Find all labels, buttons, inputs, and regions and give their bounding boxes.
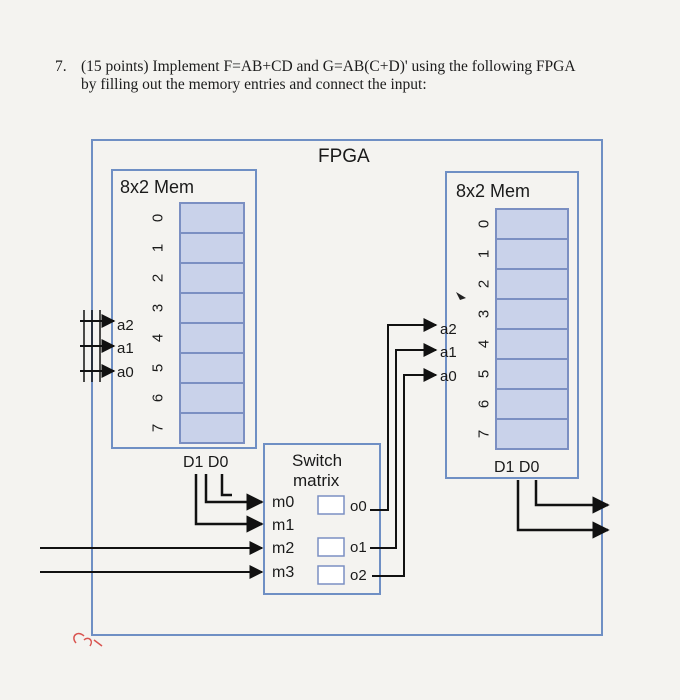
right-mem-input-a1: a1 — [440, 344, 457, 361]
left-mem-input-a2: a2 — [117, 317, 134, 334]
right-mem-cell-5[interactable] — [495, 358, 569, 390]
left-mem-input-a0: a0 — [117, 364, 134, 381]
left-memory-cells: 0 1 2 3 4 5 6 7 — [150, 202, 245, 444]
switch-output-o1: o1 — [350, 539, 367, 556]
left-mem-address-7: 7 — [150, 424, 167, 432]
switch-cell-1 — [317, 537, 345, 557]
switch-input-m2: m2 — [272, 540, 294, 557]
fpga-border — [91, 139, 603, 636]
right-mem-address-6: 6 — [476, 400, 493, 408]
wire-o1-to-right-a1 — [370, 343, 438, 549]
question-line-1: (15 points) Implement F=AB+CD and G=AB(C… — [81, 58, 576, 75]
wire-right-d1-out — [516, 480, 610, 539]
switch-output-o0: o0 — [350, 498, 367, 515]
right-mem-input-a2: a2 — [440, 321, 457, 338]
left-mem-cell-1[interactable] — [179, 232, 245, 264]
switch-matrix-title-2: matrix — [293, 471, 340, 490]
cursor-mark — [456, 292, 466, 300]
right-mem-input-a0: a0 — [440, 368, 457, 385]
left-mem-address-1: 1 — [150, 244, 167, 252]
right-mem-cell-7[interactable] — [495, 418, 569, 450]
left-mem-address-6: 6 — [150, 394, 167, 402]
right-memory: 8x2 Mem 0 1 2 3 4 5 6 7 a2 a1 a0 D1 D0 — [440, 171, 579, 479]
right-mem-cell-6[interactable] — [495, 388, 569, 420]
right-mem-cell-0[interactable] — [495, 208, 569, 240]
right-mem-address-0: 0 — [476, 220, 493, 228]
left-mem-address-2: 2 — [150, 274, 167, 282]
wire-left-d0-to-m1 — [220, 474, 232, 497]
right-mem-outputs: D1 D0 — [494, 459, 539, 476]
question-number: 7. — [55, 58, 67, 75]
right-mem-address-7: 7 — [476, 430, 493, 438]
right-mem-cell-2[interactable] — [495, 268, 569, 300]
right-mem-address-2: 2 — [476, 280, 493, 288]
wire-o0-to-right-a2 — [370, 318, 438, 511]
left-mem-address-3: 3 — [150, 304, 167, 312]
fpga-label: FPGA — [318, 146, 370, 167]
right-memory-title: 8x2 Mem — [456, 181, 530, 201]
left-mem-address-0: 0 — [150, 214, 167, 222]
left-mem-cell-5[interactable] — [179, 352, 245, 384]
corner-stamp — [73, 632, 103, 647]
question-line-2: by filling out the memory entries and co… — [81, 76, 427, 93]
left-memory-border — [111, 169, 257, 449]
wire-right-d0-out — [534, 480, 610, 514]
right-memory-border — [445, 171, 579, 479]
right-memory-cells: 0 1 2 3 4 5 6 7 — [476, 208, 569, 450]
left-mem-address-4: 4 — [150, 334, 167, 342]
right-mem-cell-1[interactable] — [495, 238, 569, 270]
left-memory-title: 8x2 Mem — [120, 177, 194, 197]
left-mem-outputs: D1 D0 — [183, 454, 228, 471]
left-mem-cell-2[interactable] — [179, 262, 245, 294]
switch-matrix: Switch matrix m0 m1 m2 m3 o0 o1 o2 — [263, 443, 381, 595]
right-mem-address-5: 5 — [476, 370, 493, 378]
left-mem-cell-3[interactable] — [179, 292, 245, 324]
left-mem-cell-4[interactable] — [179, 322, 245, 354]
switch-matrix-border — [263, 443, 381, 595]
switch-input-m1: m1 — [272, 517, 294, 534]
switch-input-m3: m3 — [272, 564, 294, 581]
left-memory: 8x2 Mem 0 1 2 3 4 5 6 7 a2 a1 a0 D1 D0 — [111, 169, 257, 471]
right-mem-cell-3[interactable] — [495, 298, 569, 330]
left-mem-cell-6[interactable] — [179, 382, 245, 414]
switch-cell-0 — [317, 495, 345, 515]
wire-left-d0-to-m1b — [194, 474, 264, 533]
right-mem-address-4: 4 — [476, 340, 493, 348]
right-mem-address-1: 1 — [476, 250, 493, 258]
left-mem-cell-7[interactable] — [179, 412, 245, 444]
switch-matrix-title-1: Switch — [292, 451, 342, 470]
right-mem-address-3: 3 — [476, 310, 493, 318]
left-mem-cell-0[interactable] — [179, 202, 245, 234]
switch-input-m0: m0 — [272, 494, 294, 511]
left-mem-address-5: 5 — [150, 364, 167, 372]
wire-o2-to-right-a0 — [372, 368, 438, 577]
switch-output-o2: o2 — [350, 567, 367, 584]
right-mem-cell-4[interactable] — [495, 328, 569, 360]
wire-left-d1-to-m0 — [204, 474, 264, 511]
left-mem-input-a1: a1 — [117, 340, 134, 357]
switch-cell-2 — [317, 565, 345, 585]
